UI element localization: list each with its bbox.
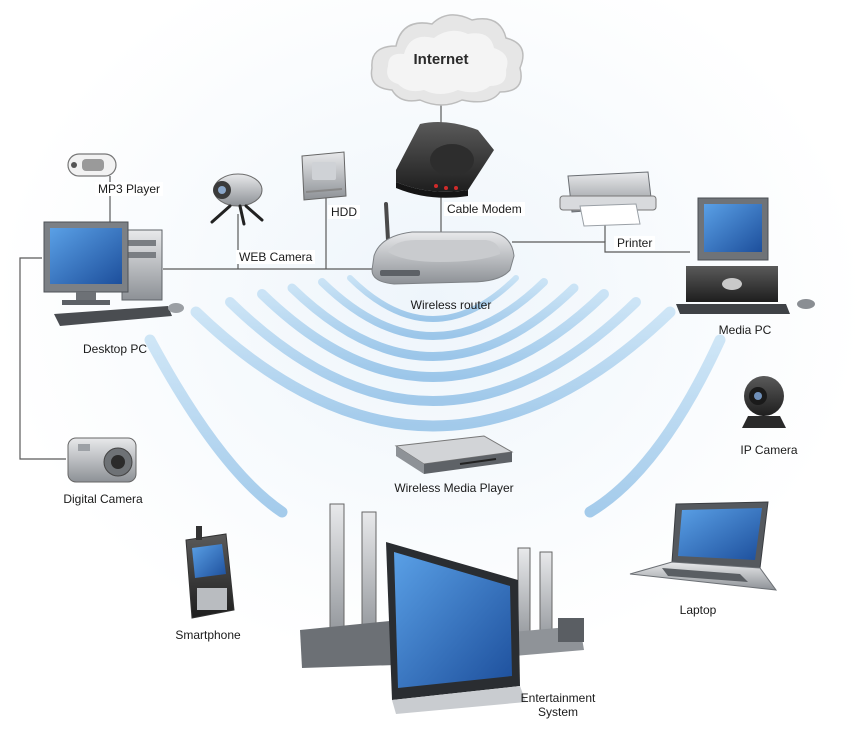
entertainment-system-device xyxy=(300,503,584,714)
cable-modem-label: Cable Modem xyxy=(444,202,525,216)
ip-camera-label: IP Camera xyxy=(740,443,798,457)
digital-camera-label: Digital Camera xyxy=(63,492,143,506)
printer-device xyxy=(559,171,657,227)
laptop-device xyxy=(629,501,778,591)
internet-label: Internet xyxy=(413,51,469,68)
media-pc-label: Media PC xyxy=(718,323,772,337)
desktop-pc-device xyxy=(43,221,184,326)
entertainment-system-label: Entertainment System xyxy=(521,691,596,719)
hdd-label: HDD xyxy=(328,205,360,219)
smartphone-label: Smartphone xyxy=(175,628,241,642)
laptop-label: Laptop xyxy=(679,603,717,617)
mp3-player-device xyxy=(67,153,117,177)
wireless-media-player-device xyxy=(394,435,514,474)
media-pc-device xyxy=(676,197,815,314)
printer-label: Printer xyxy=(614,236,656,250)
mp3-player-label: MP3 Player xyxy=(95,182,164,196)
internet-cloud xyxy=(370,14,524,106)
wireless-signal-waves xyxy=(144,275,726,518)
cable-modem-device xyxy=(396,122,494,198)
digital-camera-device xyxy=(67,437,137,483)
entertainment-system-label-line2: System xyxy=(537,705,578,719)
wireless-media-player-label: Wireless Media Player xyxy=(394,481,514,495)
desktop-pc-label: Desktop PC xyxy=(82,342,148,356)
web-camera-device xyxy=(210,173,264,226)
web-camera-label: WEB Camera xyxy=(236,250,316,264)
smartphone-device xyxy=(185,526,235,619)
wireless-router-device xyxy=(371,202,515,285)
entertainment-system-label-line1: Entertainment xyxy=(520,691,596,705)
wireless-router-label: Wireless router xyxy=(410,298,492,312)
hdd-device xyxy=(301,151,347,201)
ip-camera-device xyxy=(742,376,786,428)
